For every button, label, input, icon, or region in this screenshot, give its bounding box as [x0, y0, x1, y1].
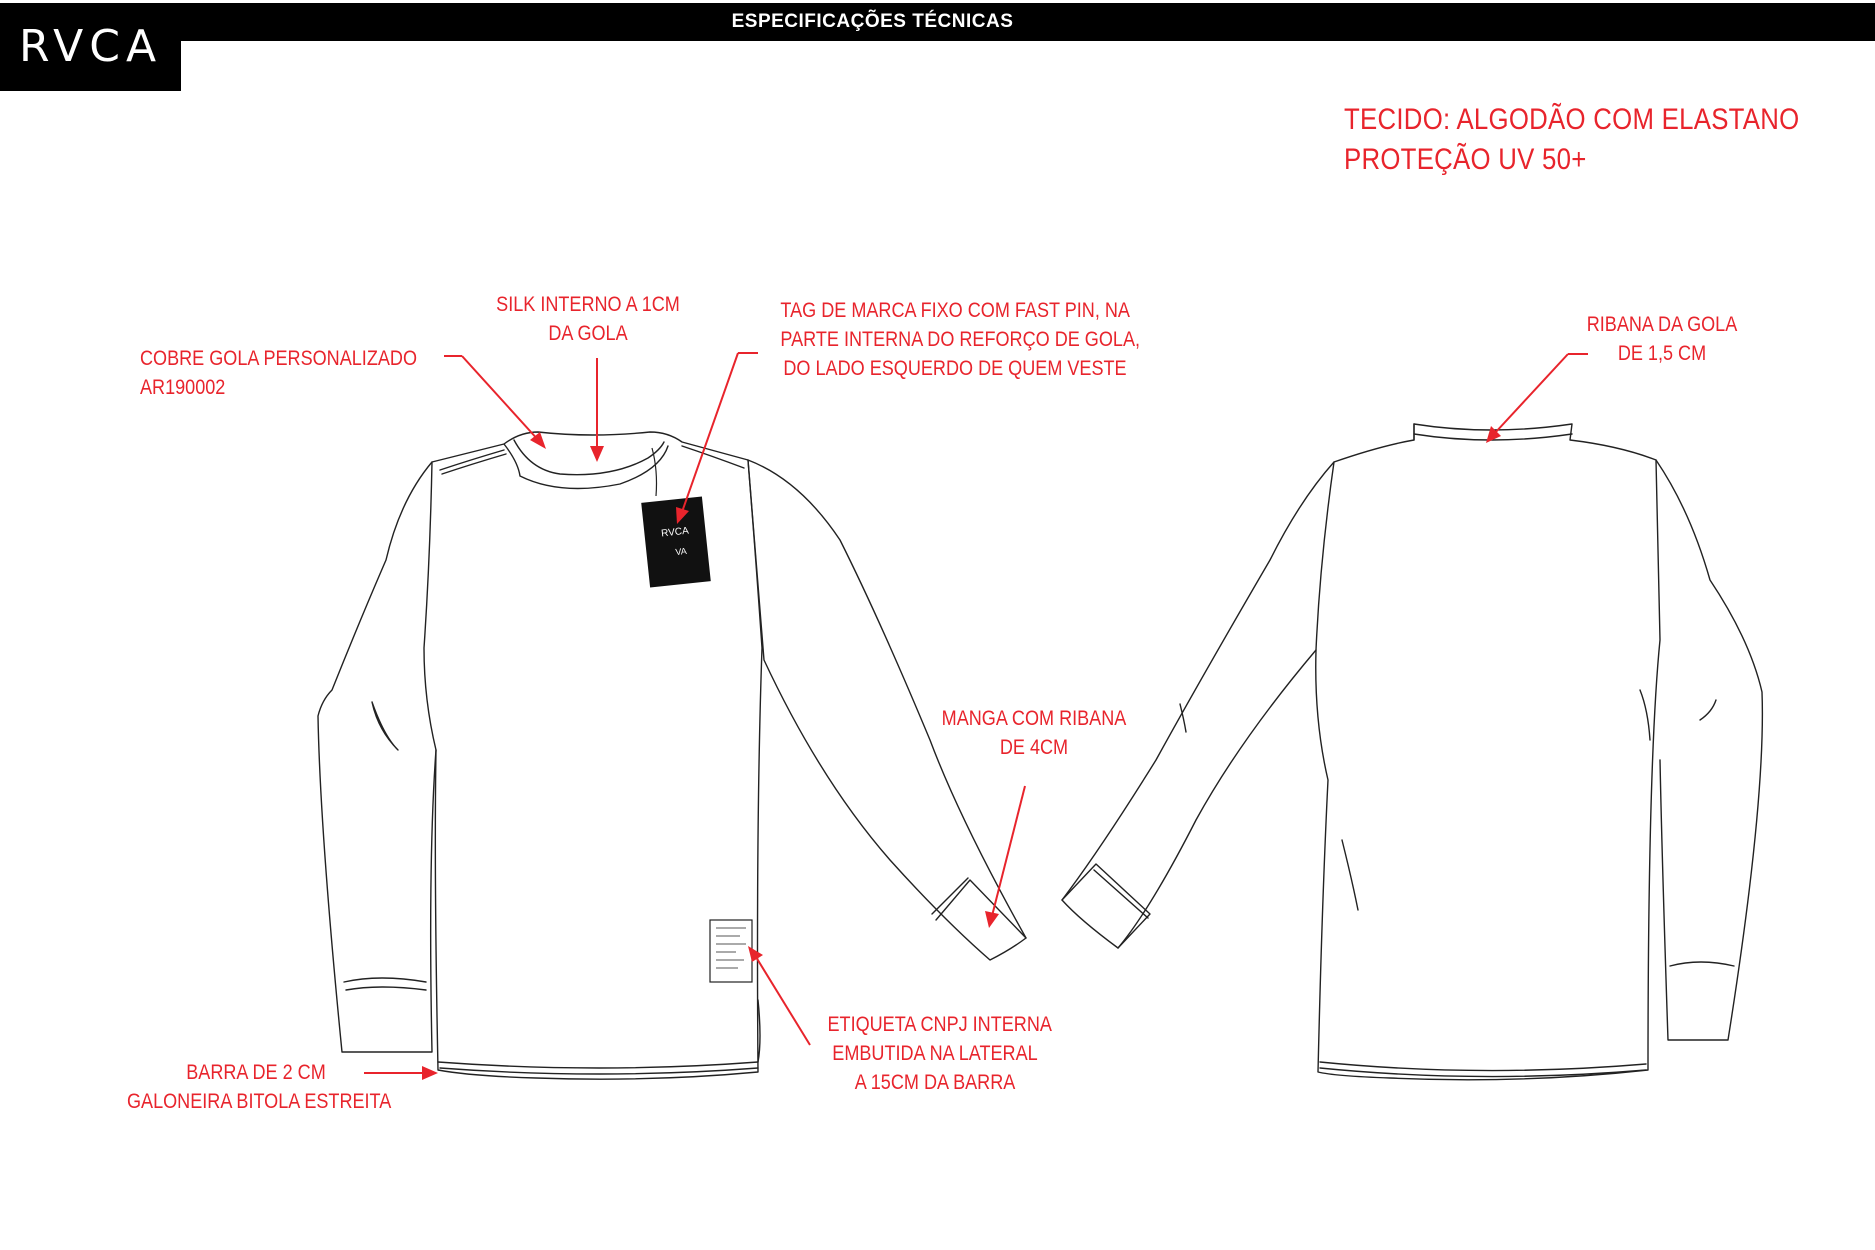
callout-tag — [676, 352, 758, 524]
hang-tag-brand: RVCA — [661, 526, 690, 540]
hang-tag: RVCA VA — [641, 447, 711, 588]
note-manga-line-1: MANGA COM RIBANA — [941, 707, 1127, 730]
note-etiqueta-line-2: EMBUTIDA NA LATERAL — [832, 1042, 1038, 1065]
note-manga-line-2: DE 4CM — [999, 736, 1069, 759]
note-cobre-gola-line-2: AR190002 — [140, 376, 226, 399]
note-etiqueta-line-1: ETIQUETA CNPJ INTERNA — [827, 1013, 1052, 1036]
note-silk: SILK INTERNO A 1CM DA GOLA — [470, 290, 706, 348]
callout-manga — [985, 785, 1026, 928]
callout-ribana-gola — [1486, 353, 1588, 443]
note-ribana-gola-line-2: DE 1,5 CM — [1617, 342, 1707, 365]
shirt-back — [1061, 423, 1764, 1081]
note-tag: TAG DE MARCA FIXO COM FAST PIN, NA PARTE… — [752, 296, 1158, 383]
note-tag-line-3: DO LADO ESQUERDO DE QUEM VESTE — [783, 357, 1127, 380]
note-tag-line-1: TAG DE MARCA FIXO COM FAST PIN, NA — [780, 299, 1130, 322]
note-cobre-gola: COBRE GOLA PERSONALIZADO AR190002 — [140, 344, 462, 402]
note-etiqueta: ETIQUETA CNPJ INTERNA EMBUTIDA NA LATERA… — [810, 1010, 1060, 1097]
hang-tag-mark: VA — [675, 546, 687, 557]
callout-cobre-gola — [444, 355, 546, 449]
callout-barra — [364, 1066, 438, 1080]
note-etiqueta-line-3: A 15CM DA BARRA — [854, 1071, 1016, 1094]
note-barra-line-2: GALONEIRA BITOLA ESTREITA — [127, 1090, 392, 1113]
note-ribana-gola-line-1: RIBANA DA GOLA — [1586, 313, 1738, 336]
note-barra: BARRA DE 2 CM GALONEIRA BITOLA ESTREITA — [106, 1058, 406, 1116]
fabric-spec: TECIDO: ALGODÃO COM ELASTANO PROTEÇÃO UV… — [1344, 100, 1874, 180]
page-title: ESPECIFICAÇÕES TÉCNICAS — [731, 11, 1014, 32]
header-bar — [0, 3, 1875, 41]
shirt-front — [317, 431, 1027, 1080]
callout-silk — [590, 358, 604, 462]
note-cobre-gola-line-1: COBRE GOLA PERSONALIZADO — [140, 347, 418, 370]
brand-logo: RVCA — [0, 3, 181, 91]
cnpj-label — [709, 919, 753, 983]
note-tag-line-2: PARTE INTERNA DO REFORÇO DE GOLA, — [780, 328, 1141, 351]
note-ribana-gola: RIBANA DA GOLA DE 1,5 CM — [1560, 310, 1764, 368]
brand-logo-text: RVCA — [18, 21, 163, 72]
note-barra-line-1: BARRA DE 2 CM — [186, 1061, 326, 1084]
fabric-line-2: PROTEÇÃO UV 50+ — [1344, 143, 1587, 176]
fabric-line-1: TECIDO: ALGODÃO COM ELASTANO — [1344, 103, 1800, 136]
note-silk-line-2: DA GOLA — [548, 322, 628, 345]
callout-etiqueta — [748, 946, 811, 1046]
note-silk-line-1: SILK INTERNO A 1CM — [496, 293, 680, 316]
note-manga: MANGA COM RIBANA DE 4CM — [916, 704, 1152, 762]
